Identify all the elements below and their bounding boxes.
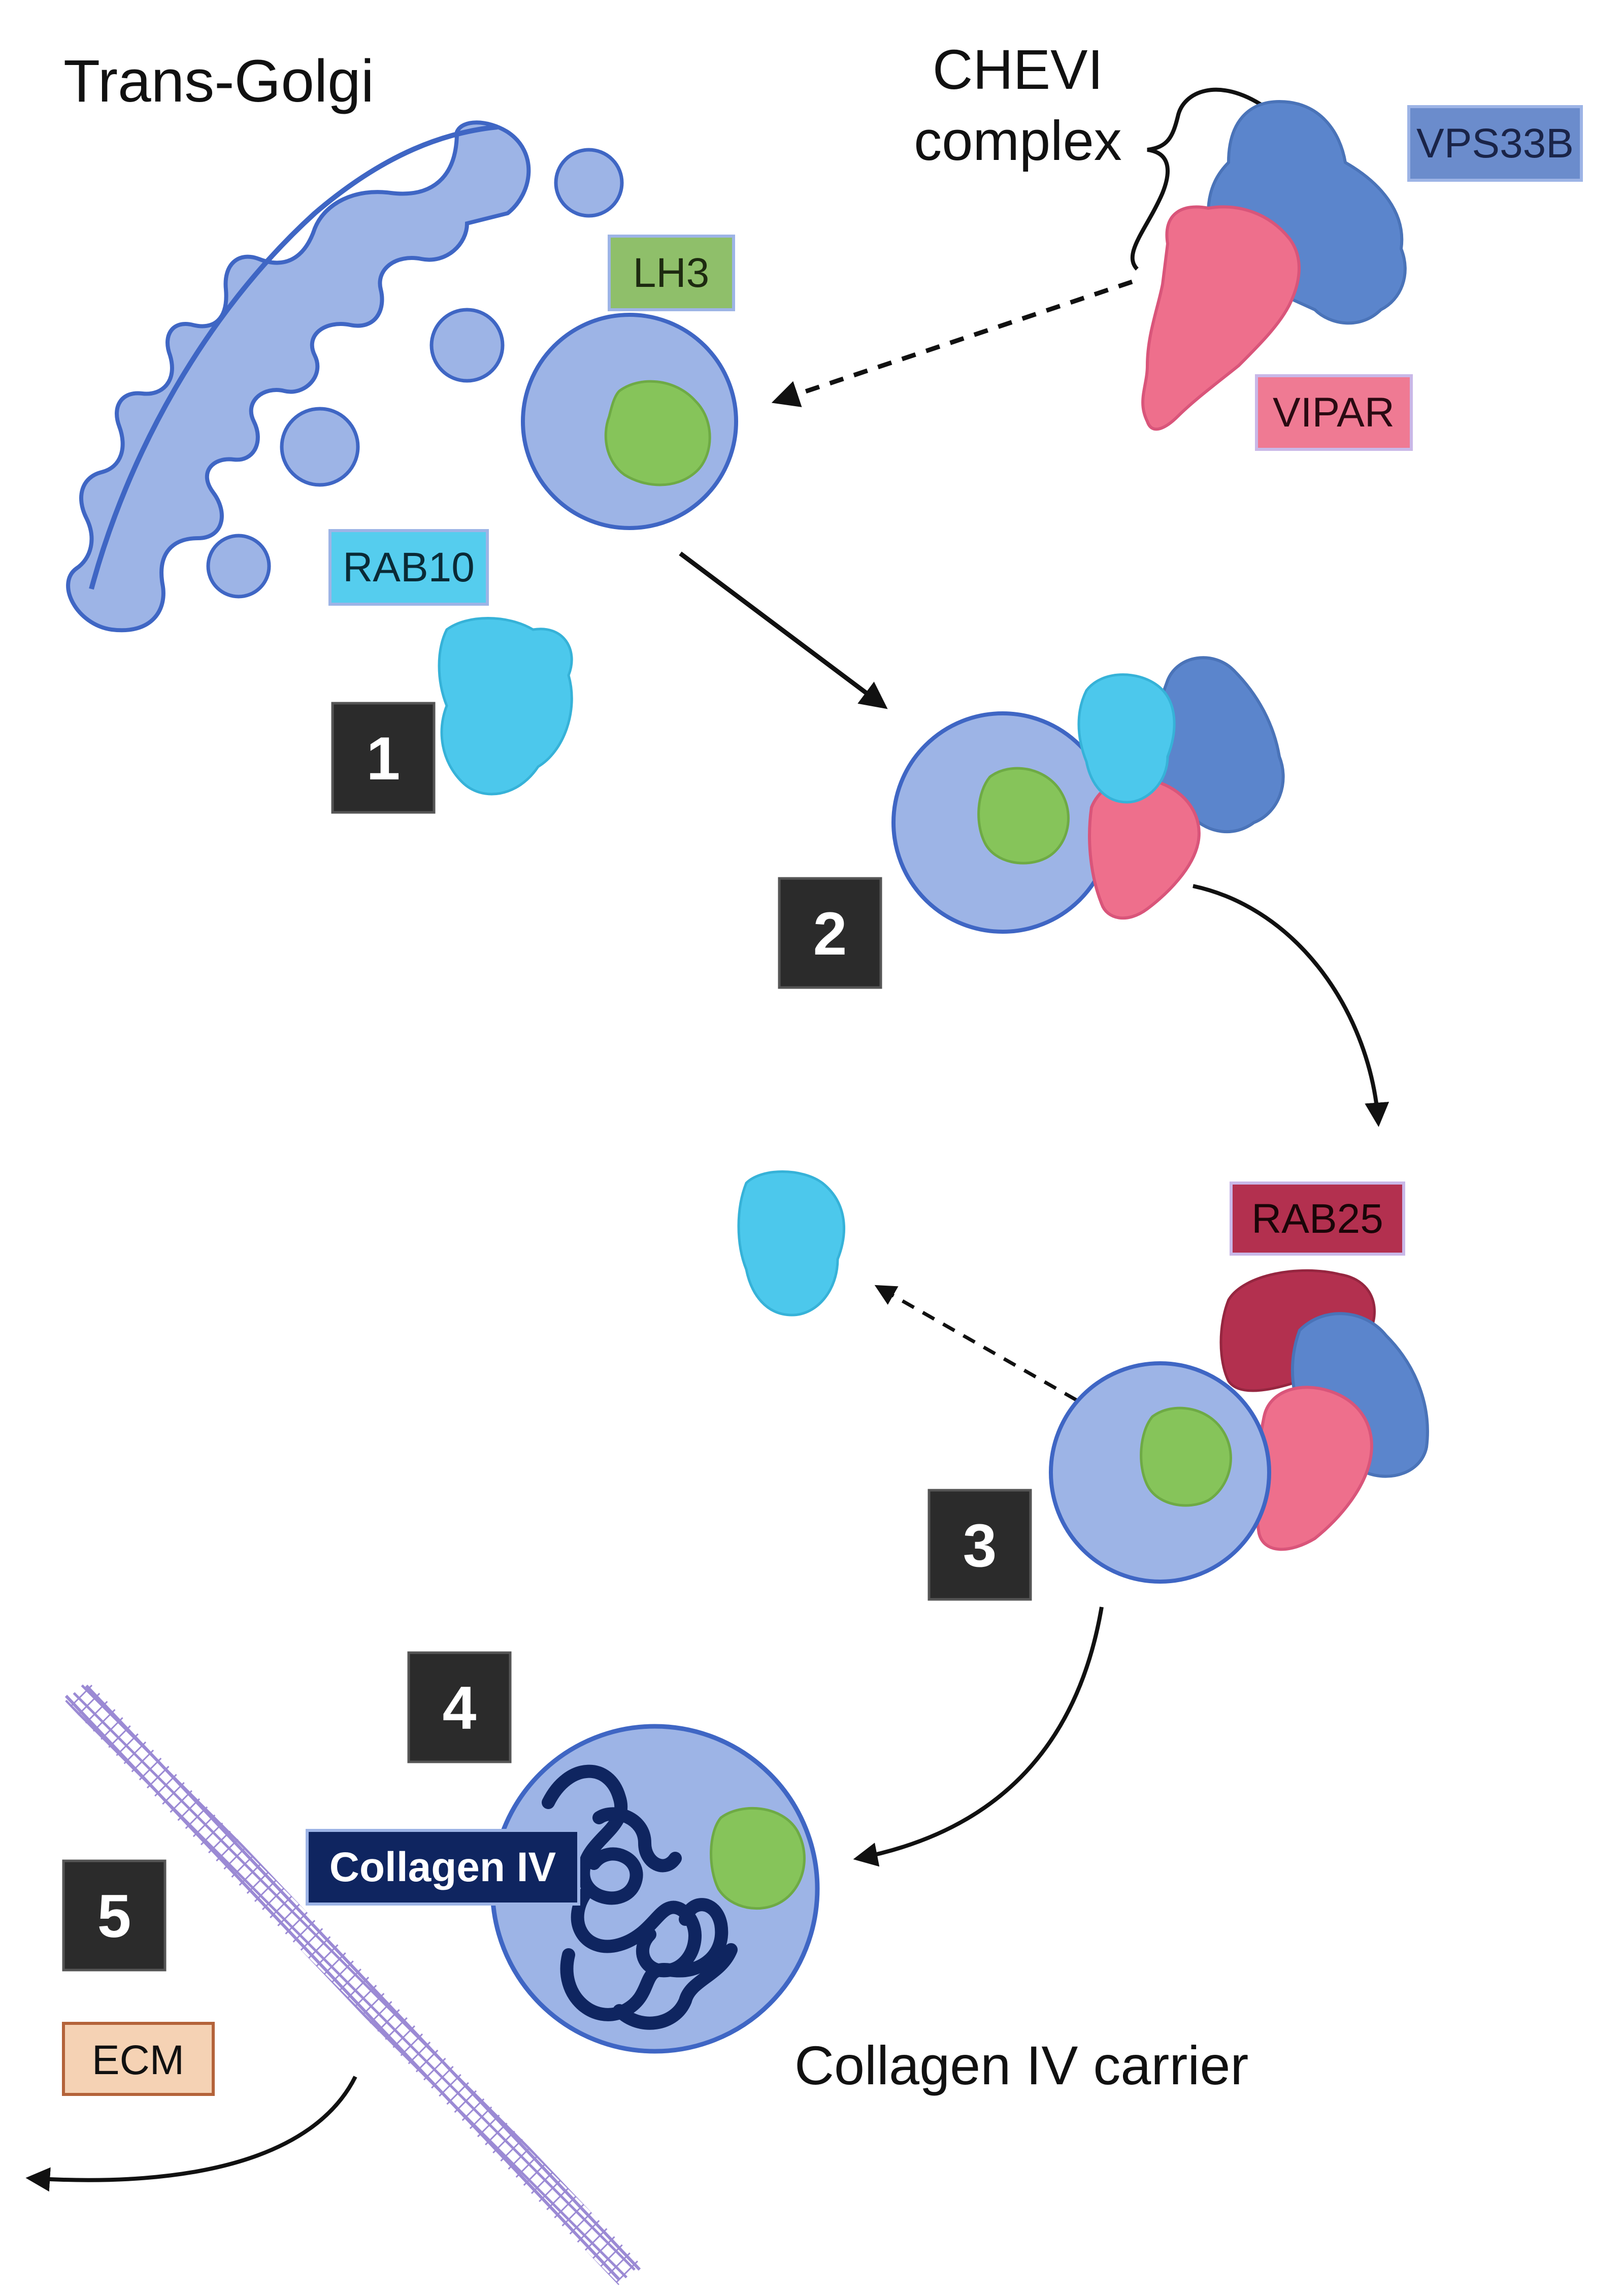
trans-golgi-label: Trans-Golgi: [63, 48, 374, 115]
lh3-tag-label: LH3: [633, 250, 709, 296]
arrow-step2-to-step3: [1193, 884, 1389, 1127]
step3-lh3-protein: [1140, 1406, 1232, 1507]
step2-rab10-protein: [1077, 673, 1176, 804]
vps33b-tag: [1407, 105, 1583, 182]
lh3-protein: [604, 380, 711, 486]
vipar-tag-label: VIPAR: [1273, 389, 1395, 436]
collagen-iv-tag: [306, 1829, 580, 1906]
step3-vipar-protein: [1254, 1386, 1373, 1551]
ecm-tag: [62, 2022, 215, 2096]
arrow-step3-to-step4: [853, 1606, 1104, 1867]
step-5-box: [62, 1859, 167, 1972]
step-4-label: 4: [443, 1674, 477, 1742]
ecm-tag-label: ECM: [92, 2037, 184, 2083]
rab25-tag-label: RAB25: [1251, 1196, 1383, 1242]
collagen-iv-tag-label: Collagen IV: [329, 1844, 556, 1890]
step2-vipar-protein: [1088, 776, 1201, 920]
chevi-label-line1: CHEVI: [933, 39, 1103, 101]
arrow-secretion-to-ecm: [25, 2076, 357, 2192]
step-1-label: 1: [367, 725, 401, 793]
collagen-iv-fibers: [542, 1764, 738, 2030]
step-5-label: 5: [97, 1882, 131, 1950]
step-1-box: [331, 702, 436, 814]
rab10-tag: [328, 529, 489, 606]
lh3-tag: [608, 235, 735, 311]
recruit-dashed-arrow: [771, 279, 1133, 407]
step-2-box: [778, 877, 882, 989]
golgi-vesicle: [554, 148, 624, 218]
chevi-label-line2: complex: [914, 110, 1122, 172]
chevi-brace: [1130, 87, 1266, 271]
golgi-vesicle: [280, 407, 360, 487]
rab25-tag: [1230, 1182, 1405, 1256]
vps33b-tag-label: VPS33B: [1416, 120, 1574, 167]
rab10-protein: [438, 617, 573, 796]
plasma-membrane: [64, 1680, 641, 2285]
vipar-tag: [1255, 374, 1413, 451]
step-3-box: [928, 1489, 1032, 1601]
release-dashed-arrow: [874, 1285, 1098, 1414]
rab10-tag-label: RAB10: [343, 544, 475, 591]
golgi-vesicle: [206, 534, 271, 599]
collagen-iv-carrier-label: Collagen IV carrier: [794, 2035, 1248, 2096]
released-rab10-protein: [737, 1170, 845, 1317]
carrier-lh3-protein: [710, 1807, 806, 1910]
arrow-step1-to-step2: [679, 551, 888, 709]
step-3-label: 3: [963, 1512, 997, 1580]
vipar-protein: [1141, 205, 1301, 431]
step-4-box: [407, 1651, 512, 1763]
golgi-apparatus: [66, 120, 531, 633]
golgi-vesicle: [429, 308, 505, 383]
step2-lh3-protein: [977, 767, 1070, 865]
step-2-label: 2: [813, 900, 847, 968]
